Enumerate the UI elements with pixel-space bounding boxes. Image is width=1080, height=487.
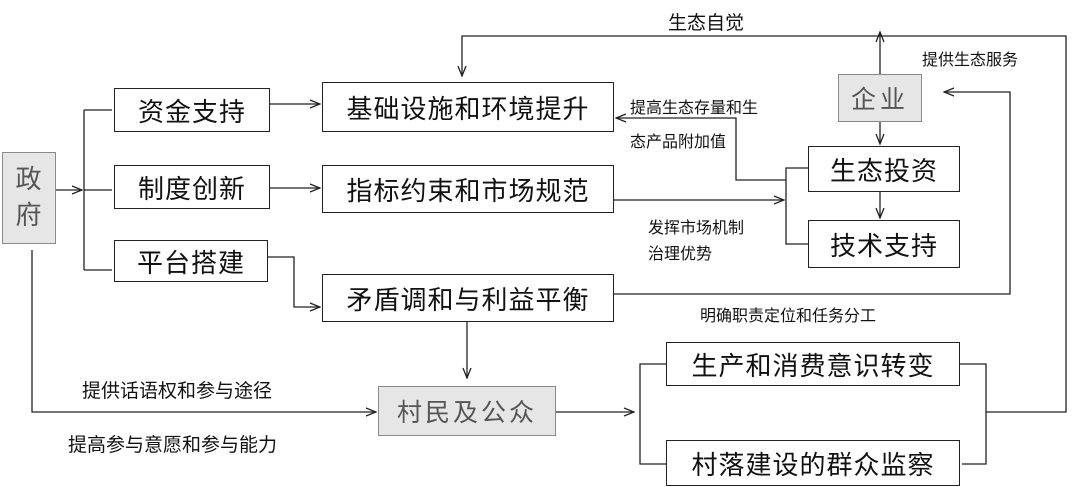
edge-gov-villagers: [31, 250, 376, 412]
node-institution: 制度创新: [114, 165, 270, 209]
edge-outcomes-feedback: [960, 363, 987, 465]
node-villagers: 村民及公众: [378, 386, 556, 436]
node-government: 政 府: [2, 152, 56, 244]
label-duty: 明确职责定位和任务分工: [700, 306, 877, 325]
label-market-2: 治理优势: [648, 244, 713, 263]
label-eco-service: 提供生态服务: [922, 50, 1019, 69]
label-eco-stock-1: 提高生态存量和生: [630, 98, 759, 117]
node-platform: 平台搭建: [114, 240, 268, 282]
node-government-char1: 政: [15, 165, 43, 195]
node-consumption: 生产和消费意识转变: [666, 342, 960, 386]
node-indicator: 指标约束和市场规范: [322, 165, 614, 213]
edge-outcomes-bracket: [639, 363, 666, 465]
node-enterprise: 企业: [838, 74, 922, 122]
node-supervision: 村落建设的群众监察: [666, 440, 960, 486]
node-infrastructure: 基础设施和环境提升: [322, 82, 614, 132]
node-funding: 资金支持: [114, 88, 270, 132]
edge-eco-awareness: [462, 35, 880, 76]
node-conflict: 矛盾调和与利益平衡: [322, 274, 614, 322]
label-eco-stock-2: 态产品附加值: [630, 132, 727, 151]
label-voice: 提供话语权和参与途径: [82, 380, 273, 402]
edge-eco-service: [880, 35, 1067, 413]
node-government-char2: 府: [15, 201, 43, 231]
label-market-1: 发挥市场机制: [648, 218, 745, 237]
edge-platform-conflict: [268, 256, 320, 307]
edge-invest-tech-bracket: [785, 167, 808, 245]
label-willing: 提高参与意愿和参与能力: [68, 434, 278, 456]
node-eco-invest: 生态投资: [808, 146, 960, 192]
node-tech: 技术支持: [808, 220, 960, 268]
edge-eco-stock: [616, 118, 786, 181]
label-eco-awareness: 生态自觉: [668, 12, 745, 34]
edge-duty: [614, 92, 1011, 295]
